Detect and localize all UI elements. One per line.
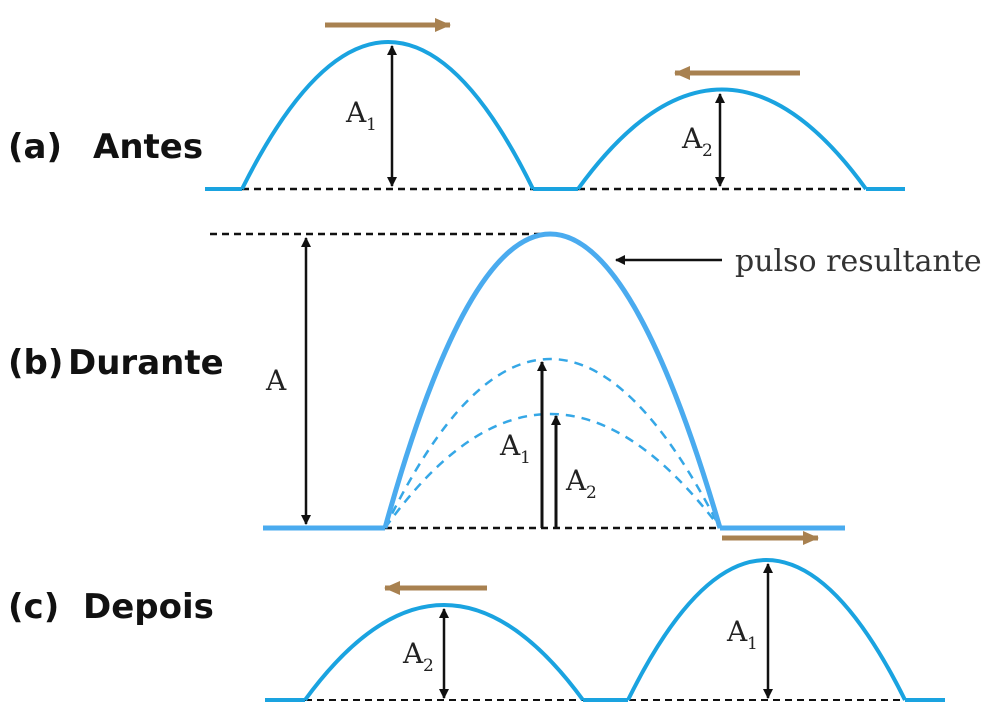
pulse-2 [576, 87, 868, 191]
section-antes: (a) Antes A 1 A 2 [8, 18, 905, 191]
amplitude-label-sub: 2 [586, 483, 597, 503]
pulse-2 [303, 603, 585, 702]
amplitude-label-sub: 1 [747, 634, 758, 654]
amplitude-label-letter: A [565, 464, 587, 497]
section-label-tag: (b) [8, 343, 63, 383]
section-label-name: Depois [83, 587, 214, 627]
amplitude-label-sub: 1 [366, 115, 377, 135]
section-depois: (c) Depois A 2 A 1 [8, 531, 945, 702]
pulse-1 [626, 558, 907, 701]
amplitude-label-sub: 2 [702, 141, 713, 161]
section-label-name: Durante [68, 343, 224, 383]
amplitude-label-letter: A [726, 615, 748, 648]
pulse-1 [240, 40, 535, 190]
component-pulse-2 [383, 412, 721, 529]
section-label-name: Antes [93, 127, 203, 167]
section-durante: (b) Durante A A 1 A 2 pulso resultante [8, 231, 982, 531]
amplitude-label-letter: A [499, 429, 521, 462]
amplitude-label-total: A [265, 364, 287, 397]
amplitude-label-sub: 2 [423, 656, 434, 676]
resultant-pulse [382, 231, 723, 529]
amplitude-label-letter: A [345, 96, 367, 129]
amplitude-label-sub: 1 [520, 448, 531, 468]
amplitude-label-letter: A [681, 122, 703, 155]
section-label-tag: (a) [8, 127, 62, 167]
section-label-tag: (c) [8, 587, 59, 627]
resultant-pulse-label: pulso resultante [735, 244, 982, 279]
amplitude-label-letter: A [402, 637, 424, 670]
component-pulse-1 [383, 358, 722, 529]
